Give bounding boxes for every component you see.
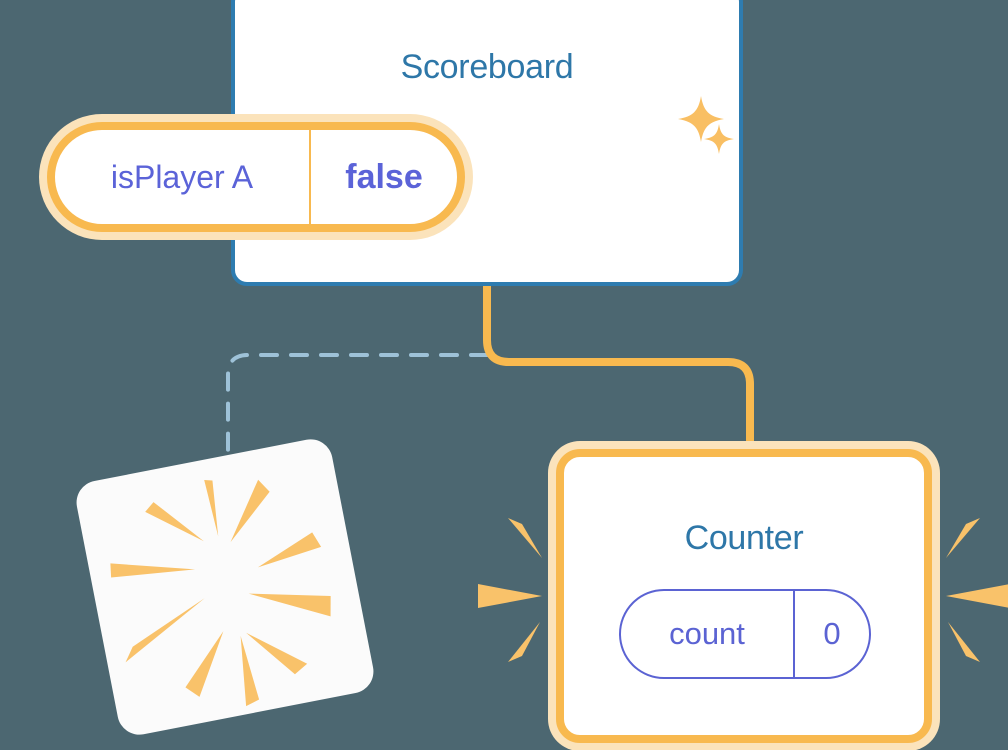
counter-node[interactable]: Counter count 0 — [556, 449, 932, 743]
counter-property-pill[interactable]: count 0 — [619, 589, 871, 679]
blank-card-node[interactable] — [72, 435, 378, 739]
burst-rays-blank-card — [110, 479, 331, 707]
sparkle-small-icon — [704, 124, 734, 154]
scoreboard-title: Scoreboard — [400, 48, 574, 86]
counter-property-key: count — [669, 616, 745, 651]
connector-scoreboard-to-counter — [483, 284, 754, 460]
counter-property-value: 0 — [823, 616, 841, 651]
scoreboard-property-key: isPlayer A — [110, 158, 254, 195]
sparkle-large-icon — [678, 96, 724, 142]
counter-title: Counter — [684, 519, 804, 557]
scoreboard-property-value: false — [345, 157, 423, 196]
burst-rays-counter-left — [478, 518, 542, 662]
scoreboard-property-pill[interactable]: isPlayer A false — [47, 122, 465, 232]
burst-rays-counter-right — [946, 518, 1008, 662]
pill-divider — [793, 591, 795, 677]
pill-divider — [309, 130, 311, 224]
connector-scoreboard-to-blank-card — [226, 353, 489, 474]
